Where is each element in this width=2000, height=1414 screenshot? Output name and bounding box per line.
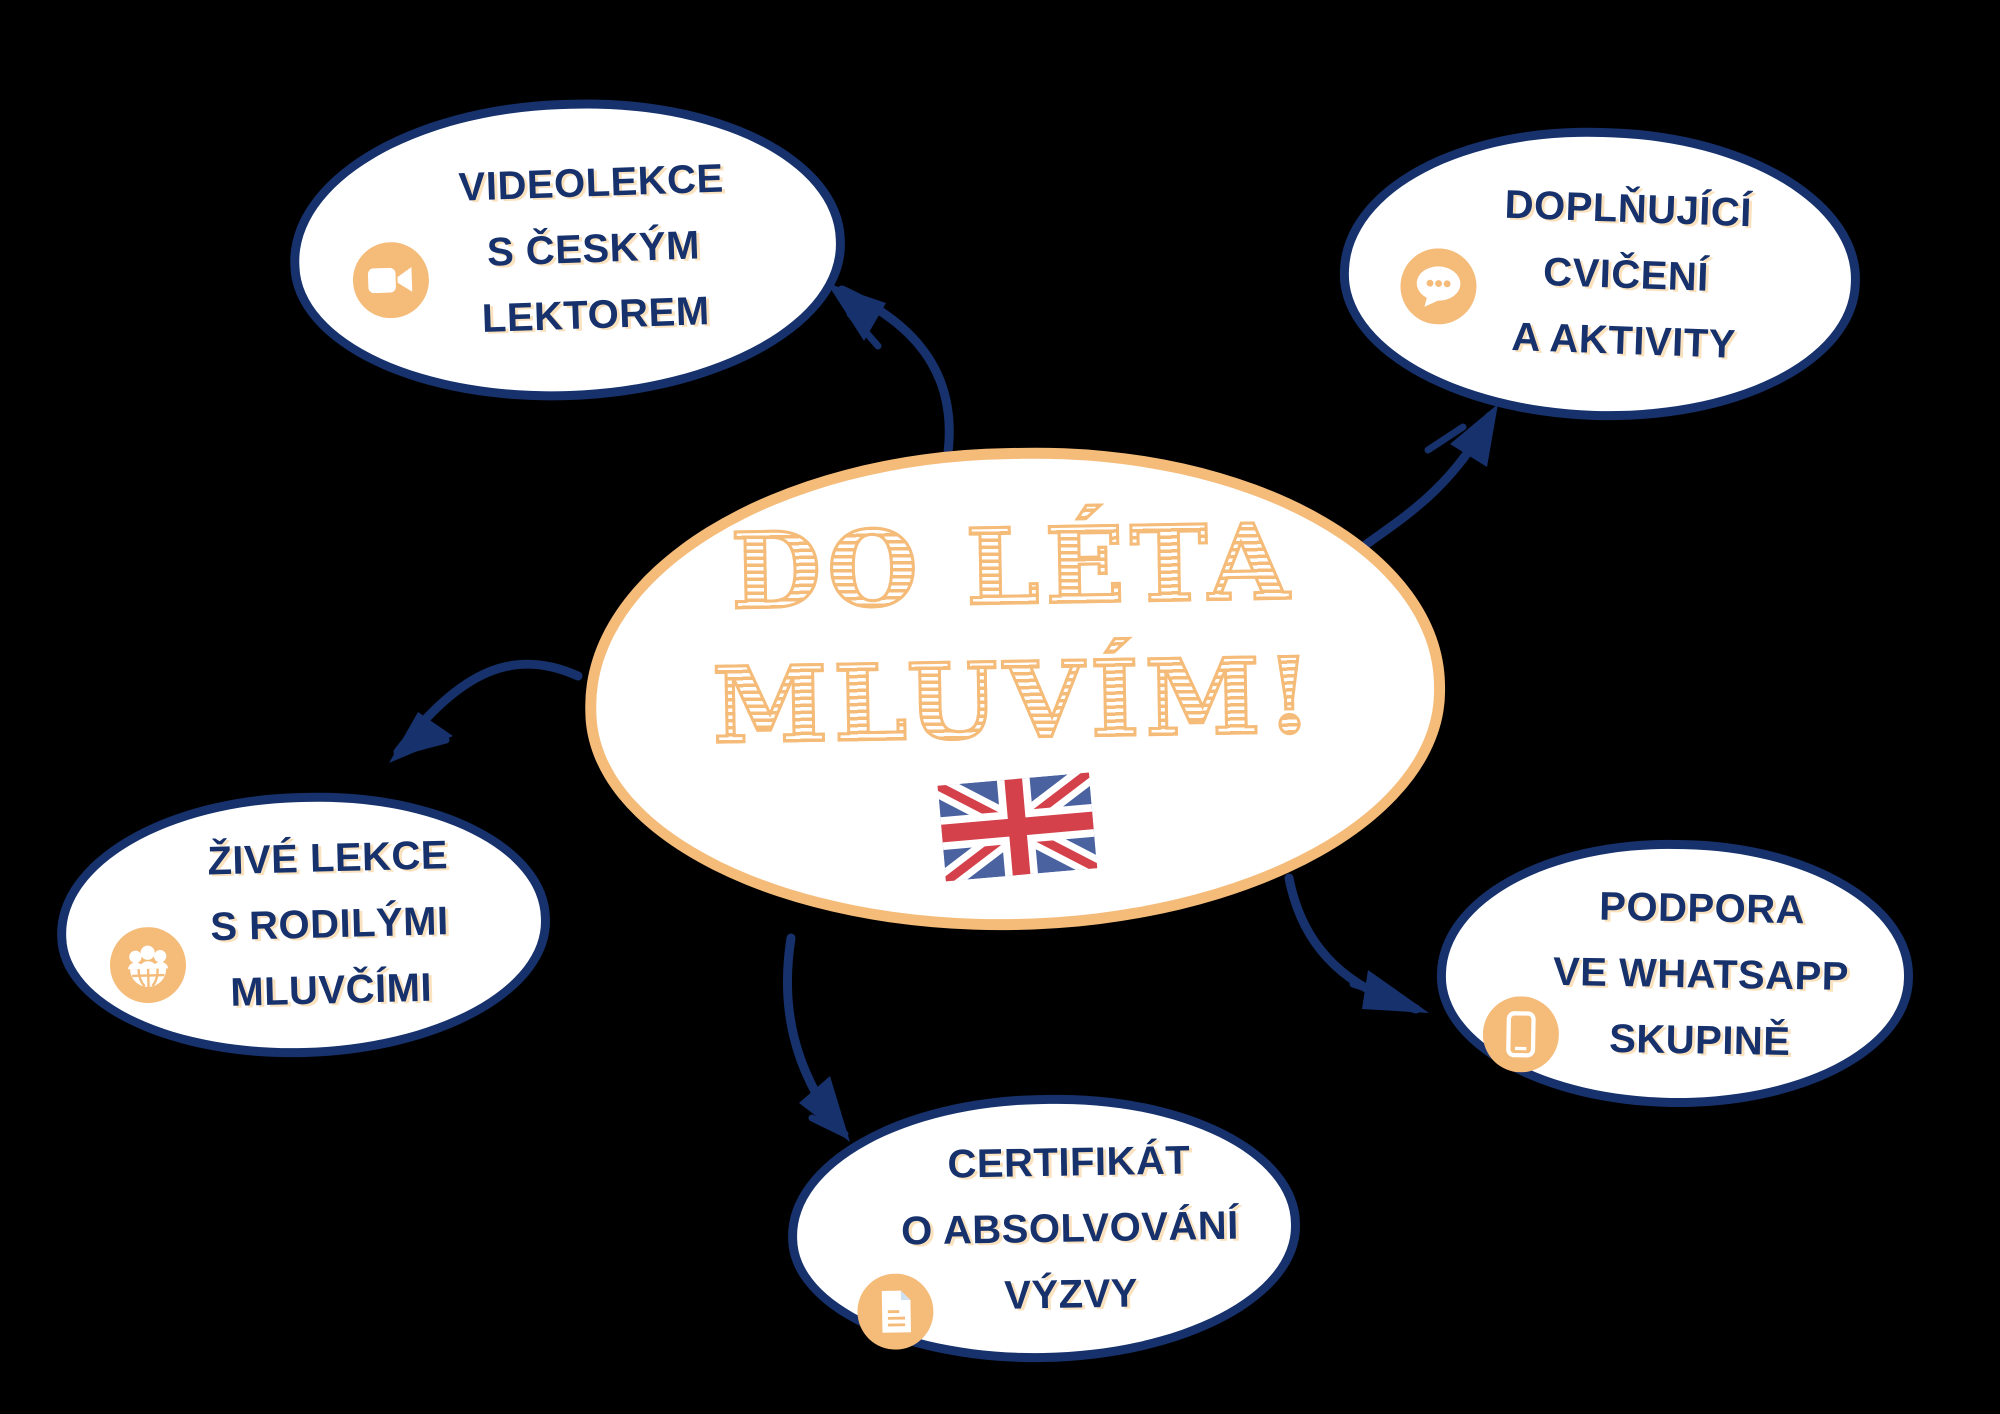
node-podpora: PODPORA VE WHATSAPP SKUPINĚ — [1434, 835, 1916, 1112]
arrow-to-doplnujici — [1351, 404, 1498, 557]
node-label-line: VÝZVY — [1003, 1270, 1139, 1318]
arrow-to-certifikat — [782, 933, 850, 1142]
node-label-line: S ČESKÝM — [486, 223, 701, 275]
arrow-to-videolekce — [827, 283, 954, 465]
node-label-line: CVIČENÍ — [1542, 250, 1710, 300]
node-label-line: SKUPINĚ — [1608, 1016, 1791, 1064]
node-doplnujici: DOPLŇUJÍCÍ CVIČENÍ A AKTIVITY — [1335, 119, 1865, 429]
node-label-line: CERTIFIKÁT — [947, 1137, 1191, 1187]
node-label-line: LEKTOREM — [481, 289, 711, 342]
node-label-line: VIDEOLEKCE — [457, 156, 725, 210]
smartphone-icon — [1482, 996, 1559, 1073]
node-certifikat: CERTIFIKÁT O ABSOLVOVÁNÍ VÝZVY — [785, 1090, 1303, 1367]
chat-bubble-icon — [1399, 247, 1478, 326]
node-label-line: A AKTIVITY — [1510, 314, 1737, 367]
arrow-to-podpora — [1284, 873, 1429, 1014]
node-label-line: DOPLŇUJÍCÍ — [1503, 182, 1753, 236]
uk-flag-icon — [932, 763, 1103, 891]
video-camera-icon — [352, 241, 431, 320]
node-label-line: MLUVČÍMI — [229, 965, 433, 1015]
central-node: DO LÉTA MLUVÍM! — [580, 440, 1450, 938]
node-label-line: O ABSOLVOVÁNÍ — [900, 1203, 1240, 1253]
node-videolekce: VIDEOLEKCE S ČESKÝM LEKTOREM — [284, 90, 851, 410]
people-globe-icon — [109, 926, 187, 1004]
node-label: DOPLŇUJÍCÍ CVIČENÍ A AKTIVITY — [1447, 170, 1753, 378]
central-title-line2: MLUVÍM! — [710, 632, 1320, 771]
node-label-line: ŽIVÉ LEKCE — [206, 833, 449, 884]
node-label: ŽIVÉ LEKCE S RODILÝMI MLUVČÍMI — [155, 822, 453, 1028]
node-zive-lekce: ŽIVÉ LEKCE S RODILÝMI MLUVČÍMI — [53, 786, 554, 1064]
node-label-line: PODPORA — [1598, 884, 1806, 932]
arrow-to-zive-lekce — [389, 659, 583, 763]
central-title-line1: DO LÉTA — [728, 498, 1297, 636]
node-label: VIDEOLEKCE S ČESKÝM LEKTOREM — [406, 146, 730, 355]
node-label-line: S RODILÝMI — [209, 899, 450, 950]
node-label-line: VE WHATSAPP — [1552, 949, 1850, 999]
document-icon — [857, 1273, 934, 1350]
